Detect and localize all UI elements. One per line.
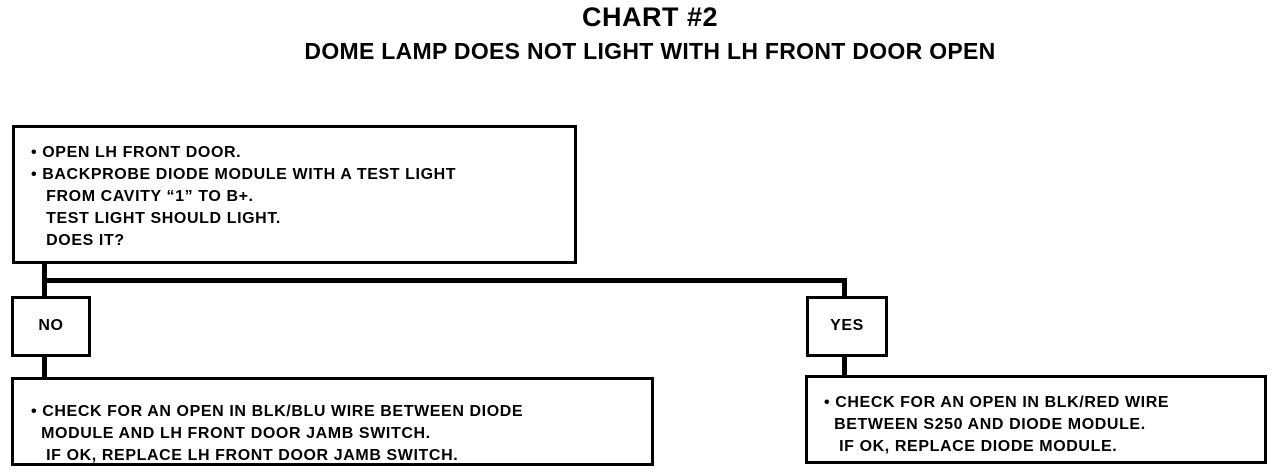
start-step-line-3: FROM CAVITY “1” TO B+. [31, 188, 254, 205]
start-step-line-2: • BACKPROBE DIODE MODULE WITH A TEST LIG… [31, 166, 457, 183]
connector-no-to-action [42, 355, 47, 379]
no-label-box: NO [11, 296, 91, 357]
start-step-box: • OPEN LH FRONT DOOR. • BACKPROBE DIODE … [12, 125, 577, 264]
connector-yes-to-action [842, 355, 847, 377]
yes-label-box: YES [806, 296, 888, 357]
yes-action-box: • CHECK FOR AN OPEN IN BLK/RED WIRE BETW… [805, 375, 1267, 464]
chart-title: CHART #2 [581, 2, 719, 32]
connector-horizontal [42, 278, 847, 283]
yes-action-line-1: • CHECK FOR AN OPEN IN BLK/RED WIRE [824, 394, 1170, 411]
yes-action-line-3: IF OK, REPLACE DIODE MODULE. [824, 438, 1118, 455]
no-action-line-3: IF OK, REPLACE LH FRONT DOOR JAMB SWITCH… [31, 447, 459, 464]
start-step-line-4: TEST LIGHT SHOULD LIGHT. [31, 210, 281, 227]
connector-vertical-yes [842, 278, 847, 298]
chart-subtitle: DOME LAMP DOES NOT LIGHT WITH LH FRONT D… [304, 38, 996, 64]
start-step-line-1: • OPEN LH FRONT DOOR. [31, 144, 242, 161]
no-label: NO [38, 317, 64, 334]
no-action-line-2: MODULE AND LH FRONT DOOR JAMB SWITCH. [31, 425, 431, 442]
no-action-line-1: • CHECK FOR AN OPEN IN BLK/BLU WIRE BETW… [31, 403, 524, 420]
start-step-line-5: DOES IT? [31, 232, 125, 249]
no-action-box: • CHECK FOR AN OPEN IN BLK/BLU WIRE BETW… [11, 377, 654, 466]
yes-action-line-2: BETWEEN S250 AND DIODE MODULE. [824, 416, 1146, 433]
yes-label: YES [830, 317, 864, 334]
